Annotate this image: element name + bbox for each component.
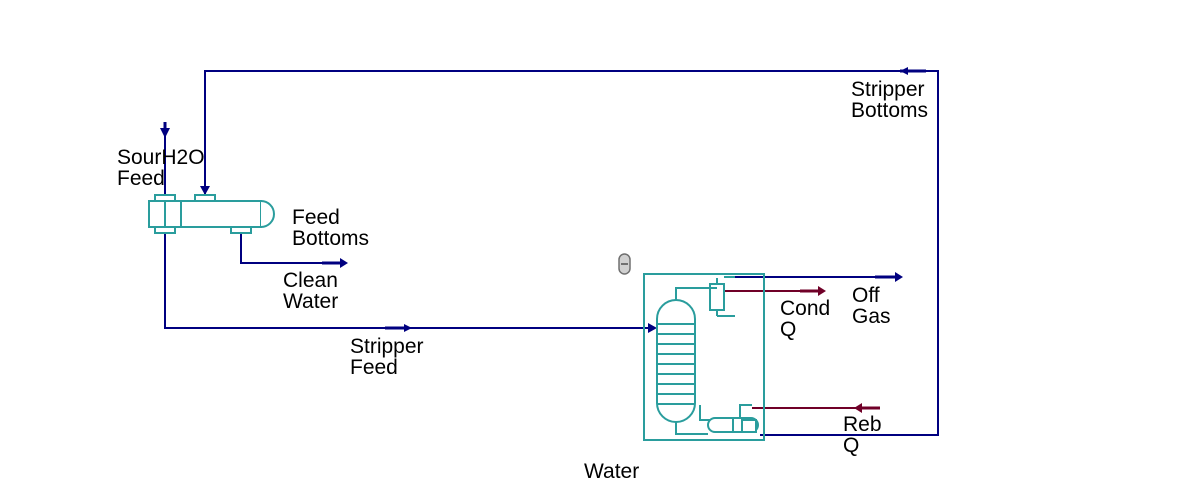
reboiler-icon[interactable]	[675, 404, 759, 435]
flow-arrow-icon	[404, 324, 412, 332]
label-off-gas: Off Gas	[852, 284, 891, 328]
energy-stream-cond-q[interactable]	[724, 286, 826, 296]
label-sourh2o-feed: SourH2O Feed	[117, 146, 205, 190]
flow-arrow-icon	[854, 403, 862, 413]
distillation-column-icon[interactable]	[656, 299, 696, 423]
stream-clean-water[interactable]	[240, 232, 348, 268]
label-stripper-feed: Stripper Feed	[350, 335, 424, 379]
flow-arrow-icon	[340, 258, 348, 268]
stream-sourh2o-feed[interactable]	[160, 122, 170, 195]
column-assembly[interactable]	[643, 273, 765, 441]
label-feed-bottoms-exchanger: Feed Bottoms	[292, 206, 370, 250]
stream-stripper-feed[interactable]	[164, 232, 657, 333]
stream-stripper-bottoms[interactable]	[200, 67, 939, 436]
shell-and-tube-exchanger-icon[interactable]	[148, 194, 275, 234]
flow-arrow-icon	[200, 186, 210, 195]
label-reb-q: Reb Q	[843, 413, 882, 457]
flow-arrow-icon	[160, 128, 170, 138]
condenser-icon[interactable]	[675, 276, 735, 317]
selection-handle-icon[interactable]	[618, 253, 631, 275]
label-clean-water: Clean Water	[283, 269, 339, 313]
energy-stream-reb-q[interactable]	[752, 403, 880, 413]
label-cond-q: Cond Q	[780, 297, 831, 341]
flow-arrow-icon	[895, 272, 903, 282]
label-column-water: Water	[584, 460, 640, 480]
stream-off-gas[interactable]	[735, 272, 903, 282]
flow-arrow-icon	[648, 323, 657, 333]
label-stripper-bottoms: Stripper Bottoms	[851, 78, 929, 122]
flow-arrow-icon	[900, 67, 908, 75]
flow-arrow-icon	[818, 286, 826, 296]
